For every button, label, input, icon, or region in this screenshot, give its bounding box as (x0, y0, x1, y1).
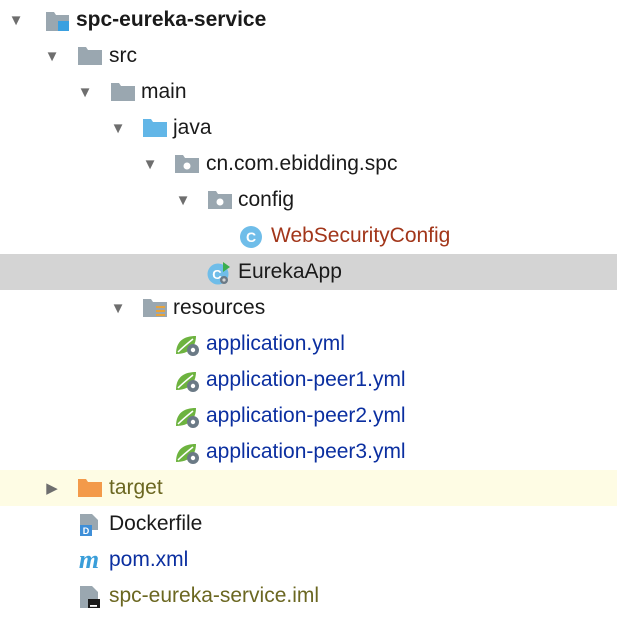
tree-row-package[interactable]: ▼ cn.com.ebidding.spc (0, 146, 617, 182)
tree-label: resources (173, 296, 266, 319)
svg-text:C: C (246, 229, 256, 245)
module-folder-icon (45, 9, 69, 31)
java-class-icon: C (239, 225, 263, 248)
tree-label: application-peer3.yml (206, 440, 406, 463)
collapse-arrow-icon[interactable]: ▶ (46, 480, 58, 497)
tree-label: main (141, 80, 187, 103)
maven-icon: m (74, 545, 99, 574)
folder-icon (77, 45, 102, 67)
tree-label: config (238, 188, 295, 211)
tree-label: application-peer2.yml (206, 404, 406, 427)
tree-label: pom.xml (109, 548, 189, 571)
tree-row-websecurityconfig[interactable]: C WebSecurityConfig (0, 218, 617, 254)
tree-row-src[interactable]: ▼ src (0, 38, 617, 74)
tree-row-config[interactable]: ▼ config (0, 182, 617, 218)
dockerfile-icon: D (77, 513, 101, 536)
tree-row-application-yml[interactable]: application.yml (0, 326, 617, 362)
tree-label: target (109, 476, 163, 499)
spring-config-icon (174, 405, 199, 428)
expand-arrow-icon[interactable]: ▼ (44, 47, 60, 65)
expand-arrow-icon[interactable]: ▼ (77, 83, 93, 101)
package-icon (174, 153, 199, 175)
tree-label: Dockerfile (109, 512, 203, 535)
tree-row-target[interactable]: ▶ target (0, 470, 617, 506)
tree-label: spc-eureka-service.iml (109, 584, 320, 607)
tree-row-root[interactable]: ▼ spc-eureka-service (0, 2, 617, 38)
expand-arrow-icon[interactable]: ▼ (8, 11, 24, 29)
tree-row-application-peer3-yml[interactable]: application-peer3.yml (0, 434, 617, 470)
tree-row-pom-xml[interactable]: m pom.xml (0, 542, 617, 578)
source-root-folder-icon (142, 117, 167, 139)
tree-row-application-peer2-yml[interactable]: application-peer2.yml (0, 398, 617, 434)
excluded-folder-icon (77, 477, 102, 499)
expand-arrow-icon[interactable]: ▼ (110, 119, 126, 137)
tree-row-main[interactable]: ▼ main (0, 74, 617, 110)
tree-row-java[interactable]: ▼ java (0, 110, 617, 146)
tree-label: EurekaApp (238, 260, 342, 283)
tree-label: java (173, 116, 212, 139)
folder-icon (110, 81, 135, 103)
tree-row-resources[interactable]: ▼ resources (0, 290, 617, 326)
svg-text:m: m (79, 549, 99, 573)
iml-file-icon (77, 585, 101, 608)
spring-config-icon (174, 369, 199, 392)
expand-arrow-icon[interactable]: ▼ (175, 191, 191, 209)
resources-folder-icon (142, 297, 167, 319)
svg-text:D: D (83, 526, 90, 536)
tree-row-dockerfile[interactable]: D Dockerfile (0, 506, 617, 542)
tree-label: cn.com.ebidding.spc (206, 152, 398, 175)
spring-boot-class-icon: C (206, 261, 230, 285)
tree-row-eurekaapp[interactable]: C EurekaApp (0, 254, 617, 290)
tree-row-iml[interactable]: spc-eureka-service.iml (0, 578, 617, 614)
expand-arrow-icon[interactable]: ▼ (110, 299, 126, 317)
package-icon (207, 189, 232, 211)
tree-label: WebSecurityConfig (271, 224, 451, 247)
tree-label: application.yml (206, 332, 345, 355)
expand-arrow-icon[interactable]: ▼ (142, 155, 158, 173)
svg-text:C: C (212, 267, 222, 282)
tree-label: spc-eureka-service (76, 8, 267, 31)
tree-label: application-peer1.yml (206, 368, 406, 391)
tree-label: src (109, 44, 137, 67)
spring-config-icon (174, 441, 199, 464)
tree-row-application-peer1-yml[interactable]: application-peer1.yml (0, 362, 617, 398)
spring-config-icon (174, 333, 199, 356)
